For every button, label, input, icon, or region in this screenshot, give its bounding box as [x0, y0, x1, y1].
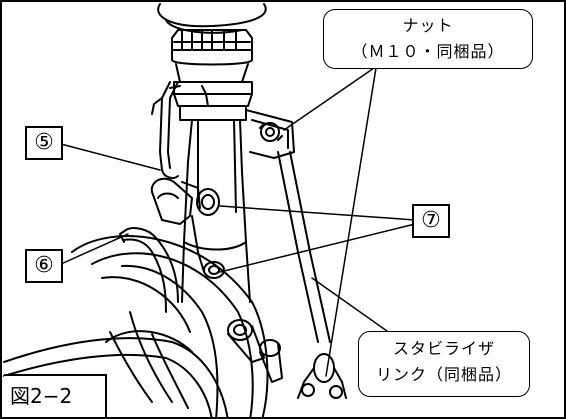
item-7-label: ⑦ [412, 204, 450, 238]
leader-lines [60, 67, 416, 377]
brake-hose [151, 81, 209, 179]
nut-callout-detail: （Ｍ１０・同梱品） [351, 42, 505, 61]
figure-label: 図2−2 [4, 374, 107, 417]
drive-shaft [3, 337, 229, 417]
hub-bolt [227, 319, 283, 383]
nut-callout: ナット （Ｍ１０・同梱品） [323, 9, 533, 69]
nut-callout-title: ナット [402, 16, 454, 35]
item-5-label: ⑤ [25, 126, 63, 160]
stabilizer-link-callout: スタビライザ リンク（同梱品） [358, 331, 530, 397]
stabilizer-bracket [245, 109, 295, 159]
item-6-label: ⑥ [25, 249, 63, 283]
stabilizer-link-callout-title: スタビライザ [392, 339, 495, 358]
stabilizer-link-rod [277, 151, 347, 399]
stabilizer-link-callout-detail: リンク（同梱品） [375, 365, 512, 384]
knuckle-bracket [150, 177, 225, 279]
spring-seat [171, 29, 253, 107]
coil-spring [157, 3, 267, 34]
